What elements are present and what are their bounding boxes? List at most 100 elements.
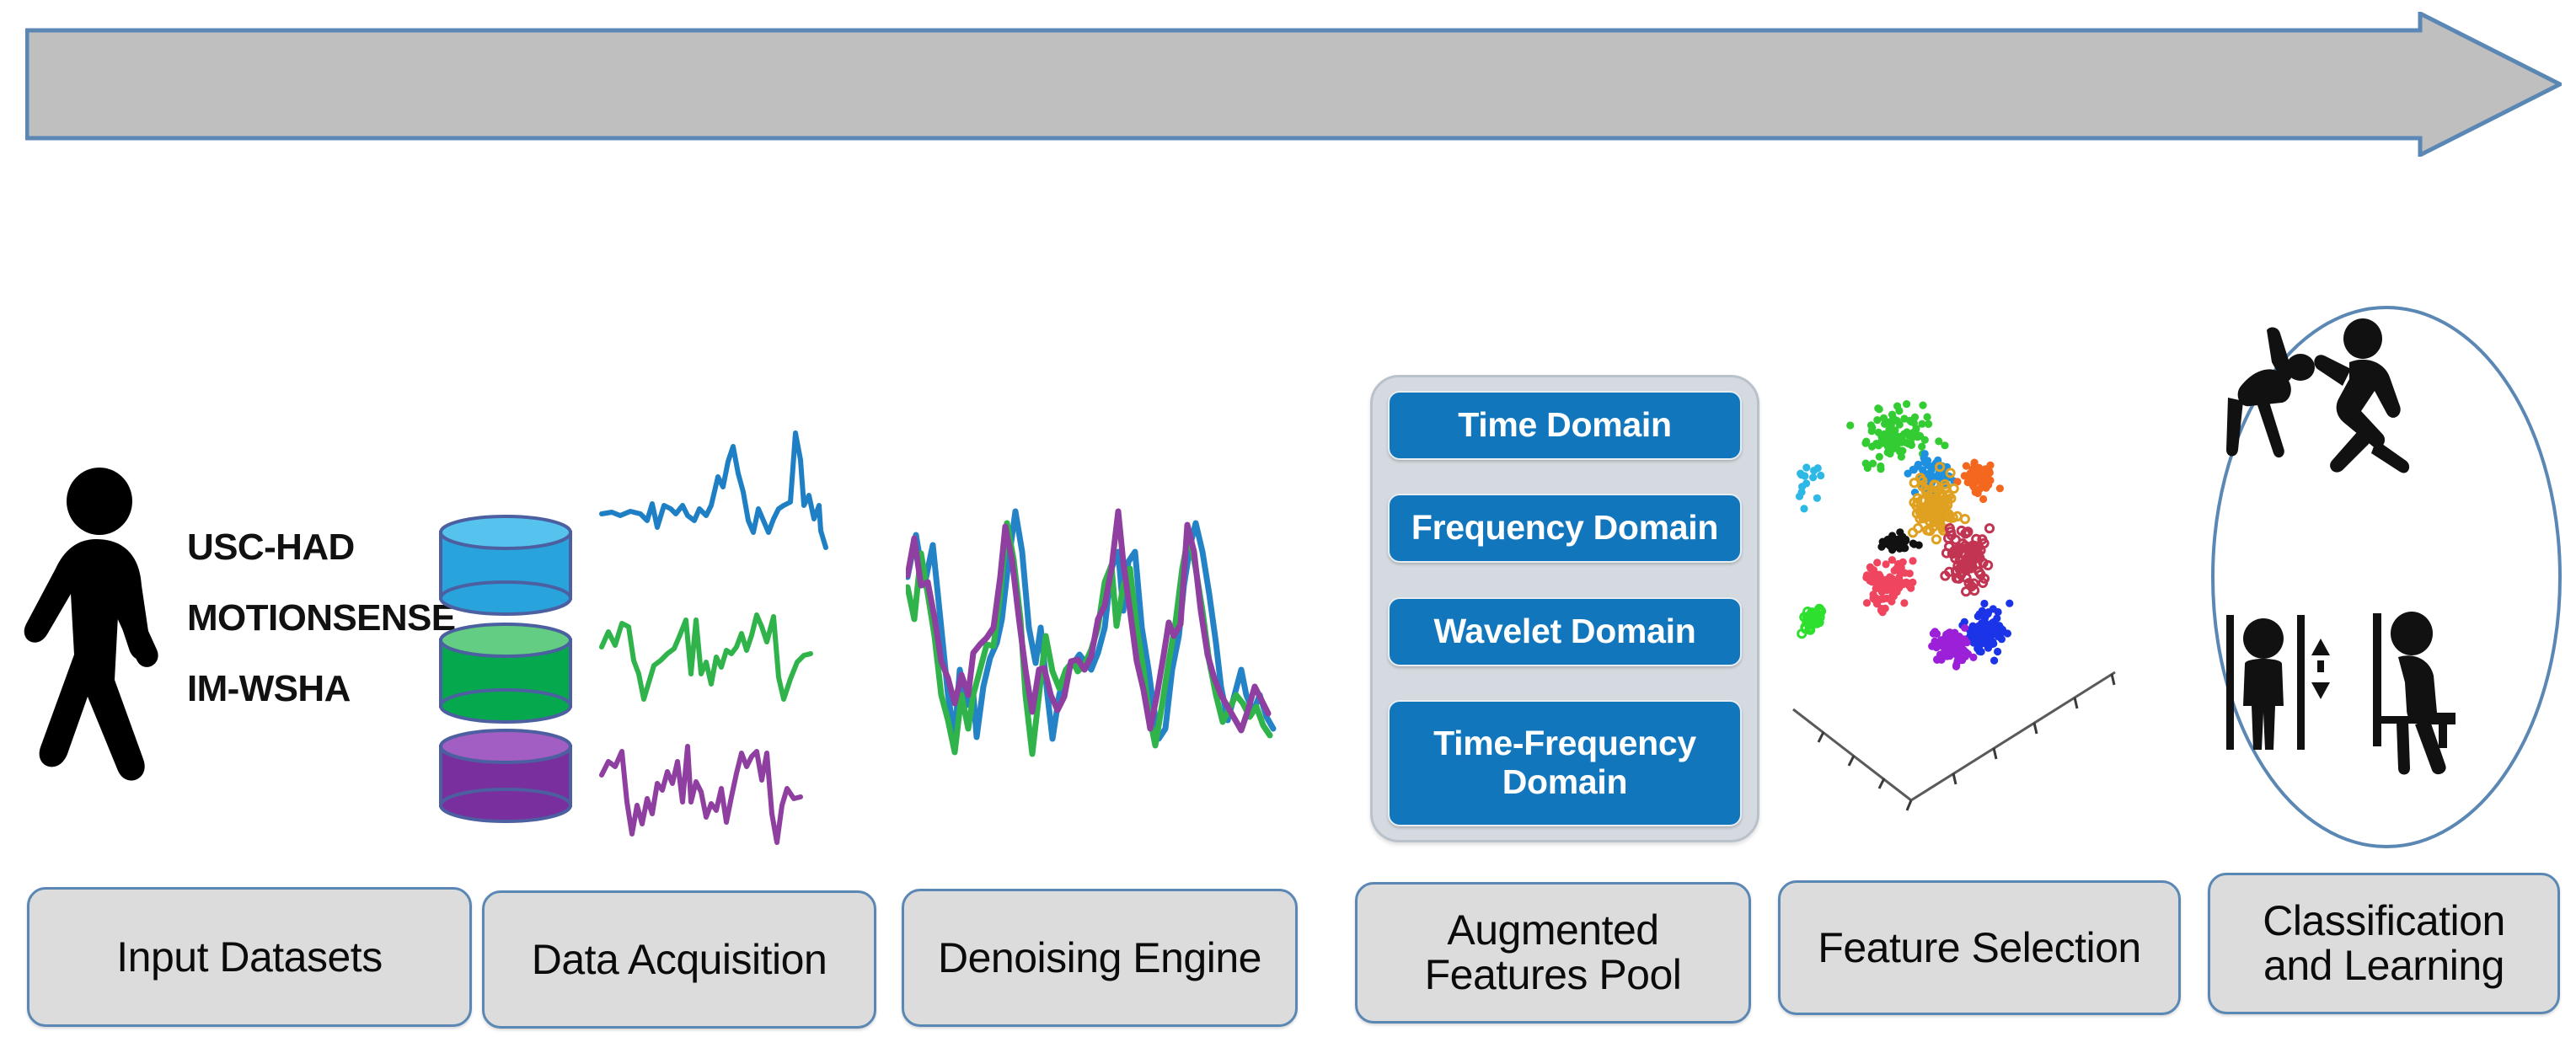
- scatter-point: [1913, 523, 1924, 534]
- scatter-point: [1905, 569, 1914, 578]
- dataset-label-motionsense: MOTIONSENSE: [187, 597, 456, 639]
- scatter-point: [1884, 538, 1893, 547]
- scatter-point: [1873, 416, 1882, 425]
- stage-caption-line1: Classification: [2263, 897, 2505, 944]
- scatter-point: [1872, 585, 1880, 593]
- dataset-label-usc-had: USC-HAD: [187, 527, 355, 568]
- raw-signal-blue: [599, 430, 828, 550]
- scatter-point: [1888, 410, 1897, 419]
- scatter-point: [1903, 400, 1911, 409]
- scatter-point: [1922, 505, 1933, 516]
- scatter-point: [1945, 630, 1954, 639]
- scatter-point: [1873, 559, 1882, 567]
- scatter-point: [1973, 635, 1982, 644]
- raw-signal-green: [599, 612, 813, 702]
- bending-person-icon: [2226, 327, 2315, 458]
- feature-chip-time-frequency-domain[interactable]: Time-Frequency Domain: [1388, 699, 1742, 826]
- scatter-point: [1933, 655, 1941, 664]
- scatter-point: [1862, 599, 1872, 607]
- scatter-point: [1923, 413, 1931, 421]
- feature-chip-time-domain[interactable]: Time Domain: [1388, 391, 1742, 460]
- scatter-point: [1948, 483, 1959, 494]
- scatter-point: [1879, 414, 1888, 422]
- dataset-label-list: USC-HAD MOTIONSENSE IM-WSHA: [187, 527, 456, 739]
- scatter-point: [1974, 566, 1984, 577]
- scatter-point: [1878, 594, 1887, 602]
- scatter-point: [1945, 468, 1956, 478]
- scatter-point: [1925, 526, 1936, 537]
- stage-caption-line2: Features Pool: [1424, 951, 1682, 998]
- scatter-point: [1994, 647, 2002, 656]
- scatter-point: [1797, 471, 1806, 479]
- scatter-point: [1800, 623, 1811, 634]
- denoised-signal-purple: [906, 508, 1272, 734]
- scatter-point: [1868, 459, 1877, 468]
- scatter-point: [1919, 495, 1930, 506]
- scatter-point: [1936, 472, 1945, 480]
- scatter-point: [1893, 416, 1901, 425]
- scatter-point: [1877, 465, 1885, 473]
- scatter-point: [1972, 487, 1980, 495]
- stage-caption-feature-selection[interactable]: Feature Selection: [1778, 880, 2181, 1015]
- scatter-point-cloud: [1795, 400, 2014, 671]
- stage-caption-input-datasets[interactable]: Input Datasets: [27, 887, 472, 1027]
- scatter-point: [1909, 539, 1917, 548]
- scatter-point: [1896, 542, 1905, 550]
- database-cylinder-green: [439, 623, 572, 724]
- scatter-point: [1923, 457, 1932, 465]
- standing-elevator-icon: [2226, 615, 2330, 750]
- scatter-point: [1961, 623, 1969, 632]
- running-person-icon: [2314, 318, 2410, 473]
- feature-chip-frequency-domain[interactable]: Frequency Domain: [1388, 494, 1742, 564]
- scatter-point: [1861, 439, 1870, 447]
- walking-person-icon: [24, 468, 158, 781]
- scatter-point: [1933, 507, 1944, 518]
- scatter-point: [1962, 527, 1973, 538]
- scatter-point: [1944, 541, 1955, 552]
- scatter-point: [1863, 463, 1872, 473]
- feature-chip-wavelet-domain[interactable]: Wavelet Domain: [1388, 596, 1742, 666]
- scatter-point: [1939, 500, 1950, 511]
- stage-caption-denoising-engine[interactable]: Denoising Engine: [902, 889, 1298, 1027]
- scatter-point: [1973, 467, 1981, 475]
- scatter-point: [1925, 420, 1933, 428]
- scatter-point: [1969, 585, 1980, 596]
- scatter-point: [1941, 441, 1949, 450]
- scatter-point: [1964, 473, 1974, 481]
- scatter-point: [1917, 481, 1928, 492]
- database-cylinder-stack: [439, 515, 572, 823]
- scatter-point: [1900, 599, 1909, 607]
- stage-caption-augmented-features-pool[interactable]: Augmented Features Pool: [1355, 882, 1751, 1024]
- scatter-point: [1974, 612, 1982, 621]
- stage-caption-line1: Augmented: [1447, 906, 1659, 954]
- feature-selection-scatter-plot: [1792, 400, 2116, 811]
- scatter-point: [1881, 584, 1889, 592]
- scatter-point: [1984, 644, 1993, 652]
- scatter-point: [1978, 577, 1989, 588]
- stage-caption-classification-and-learning[interactable]: Classification and Learning: [2208, 873, 2560, 1014]
- scatter-point: [1914, 462, 1922, 471]
- scatter-point: [1947, 512, 1958, 523]
- stage-caption-data-acquisition[interactable]: Data Acquisition: [482, 890, 876, 1029]
- scatter-point: [1883, 436, 1892, 445]
- denoised-overlay-plot: [906, 508, 1277, 757]
- scatter-point: [1998, 628, 2006, 637]
- scatter-point: [1868, 424, 1877, 432]
- scatter-point: [1990, 639, 1998, 648]
- scatter-point: [1813, 494, 1821, 502]
- scatter-point: [1961, 586, 1972, 597]
- augmented-features-pool: Time Domain Frequency Domain Wavelet Dom…: [1370, 375, 1759, 842]
- scatter-point: [1952, 639, 1960, 648]
- feature-chip-line1: Time-Frequency: [1433, 724, 1696, 763]
- scatter-point: [1893, 564, 1903, 572]
- scatter-point: [1959, 635, 1968, 644]
- scatter-point: [1924, 516, 1935, 527]
- scatter-point: [1986, 461, 1995, 469]
- scatter-point: [1935, 462, 1946, 473]
- scatter-point: [1797, 488, 1806, 496]
- scatter-point: [1990, 656, 1999, 665]
- stage-caption-line2: and Learning: [2263, 942, 2504, 989]
- scatter-axis-ticks: [1817, 673, 2116, 811]
- scatter-point: [1981, 635, 1990, 644]
- scatter-point: [1877, 607, 1886, 615]
